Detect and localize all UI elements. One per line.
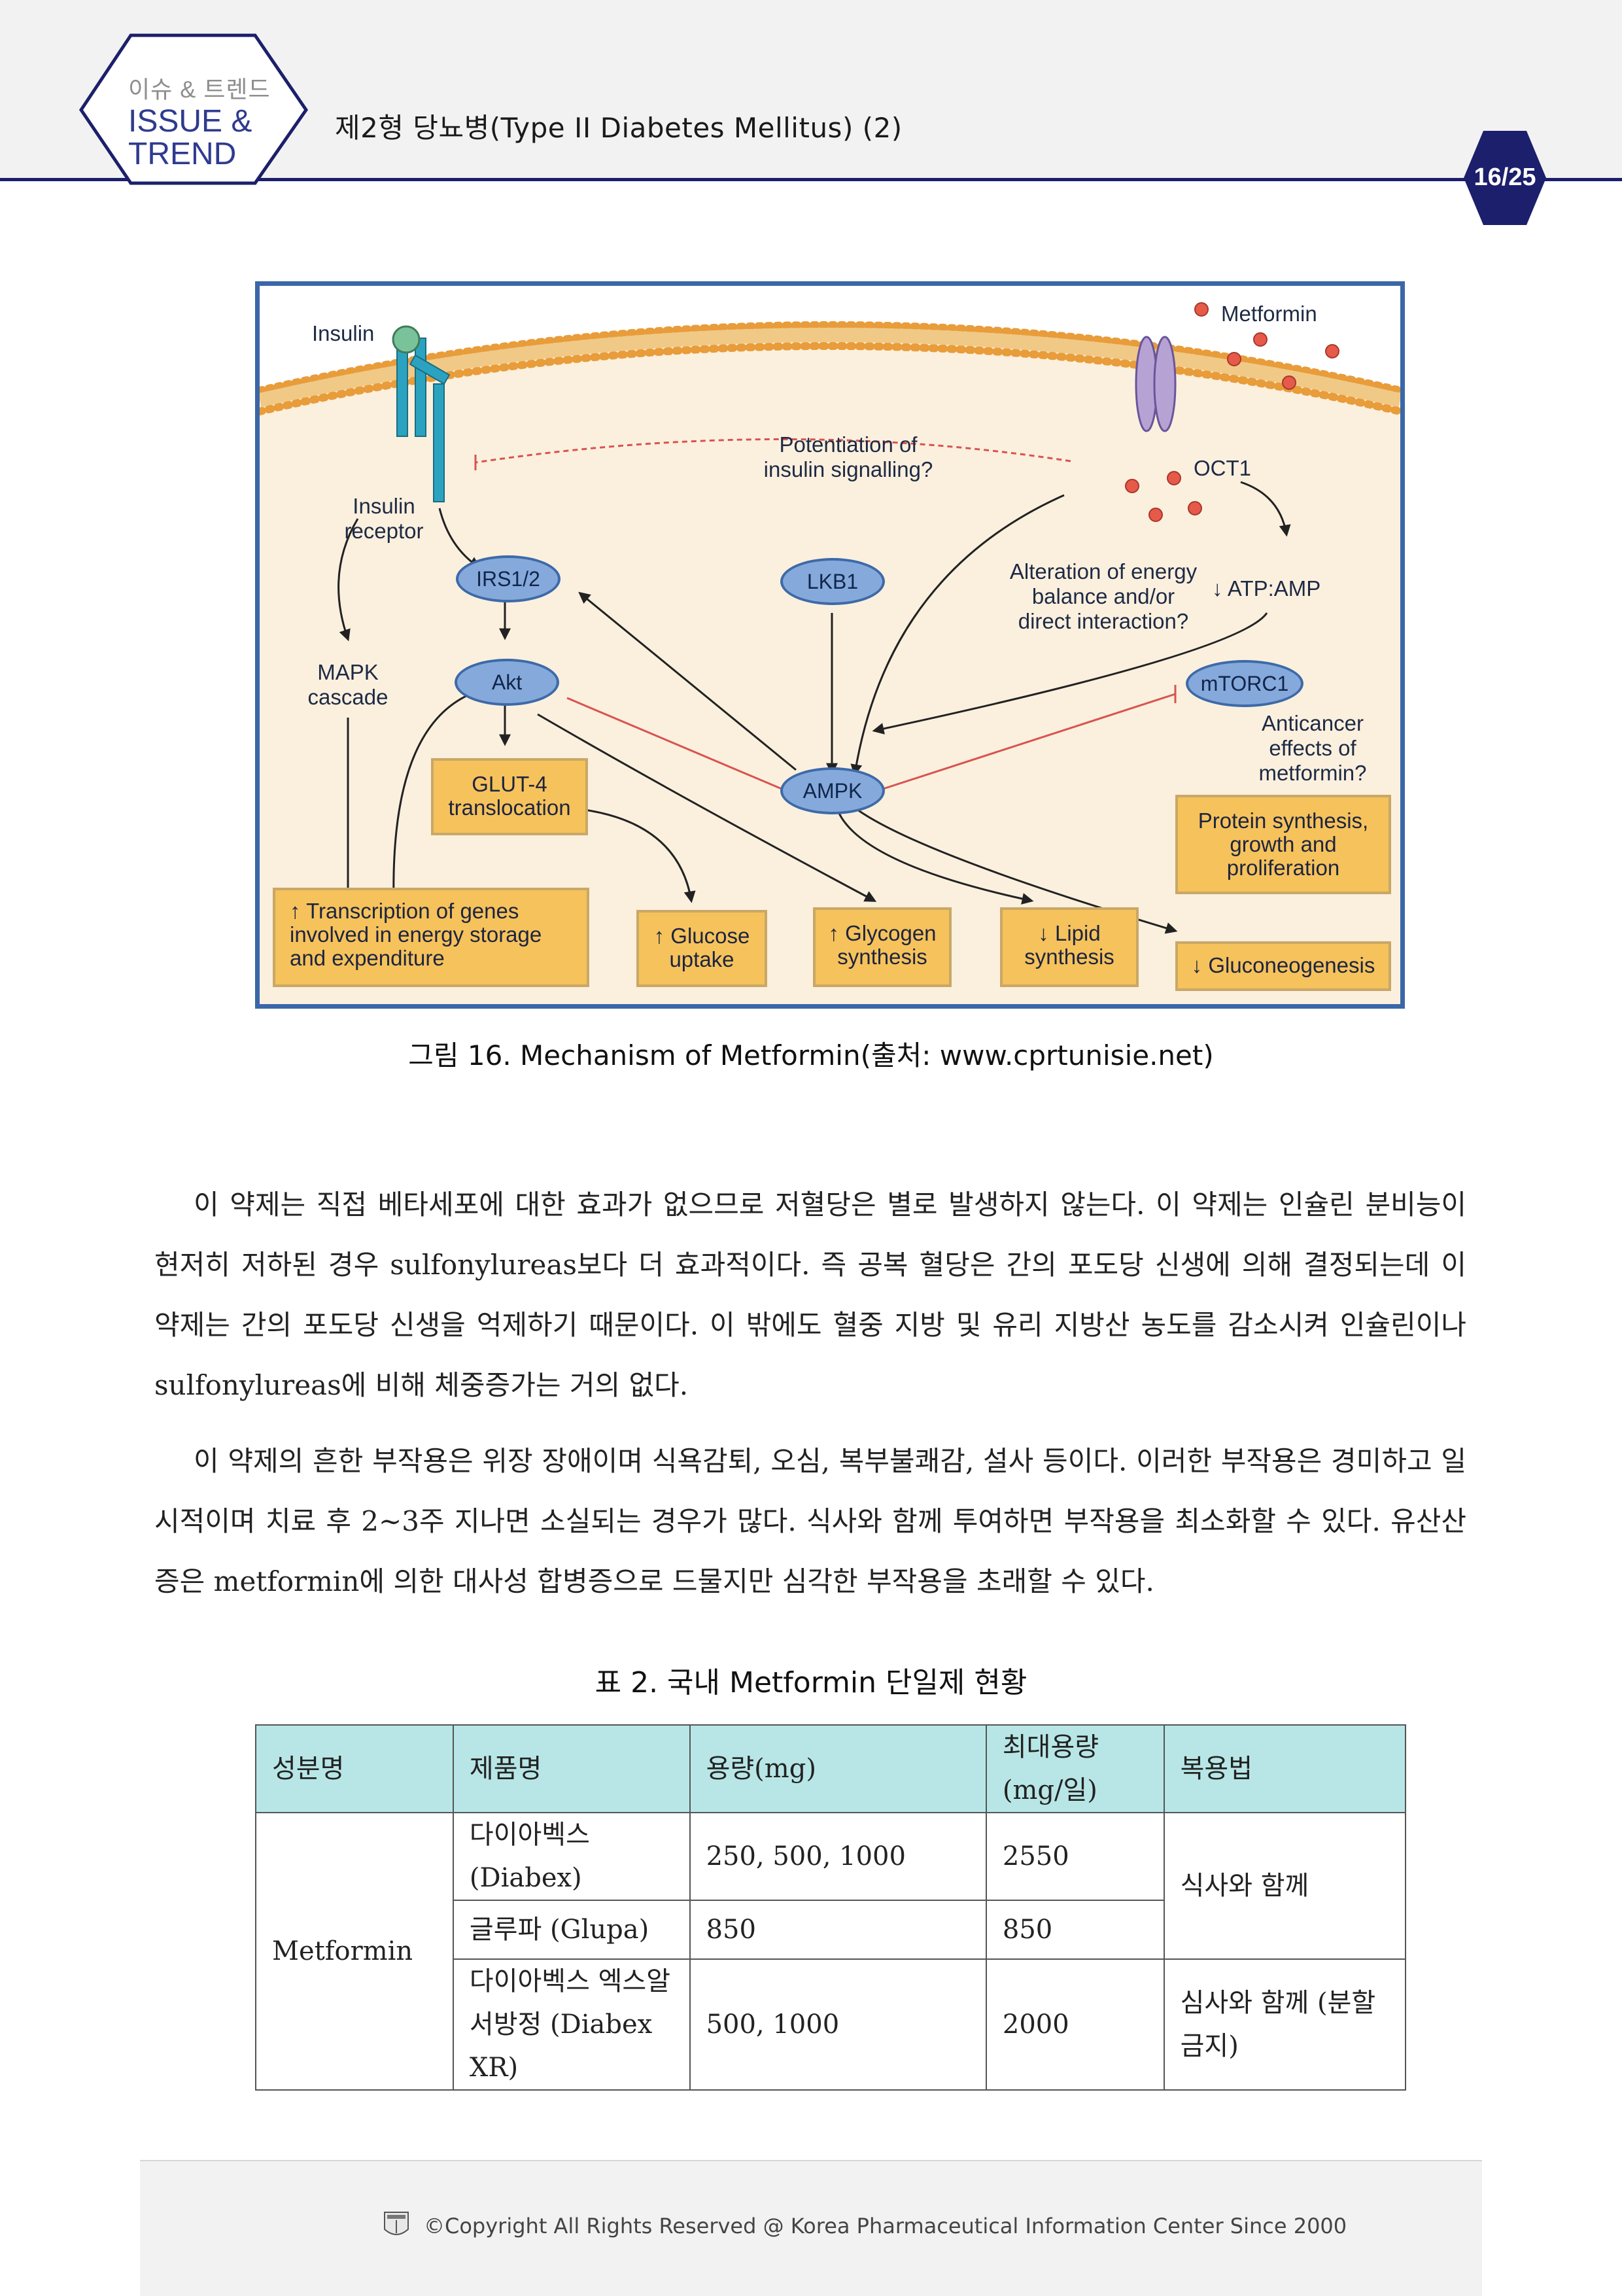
alteration-label-line2: balance and/or xyxy=(1031,584,1175,608)
table-row: 글루파 (Glupa) 850 850 xyxy=(256,1900,1406,1960)
page-number-hexagon xyxy=(1464,131,1546,225)
akt-node: Akt xyxy=(455,659,559,706)
body-paragraph-1: 이 약제는 직접 베타세포에 대한 효과가 없으므로 저혈당은 별로 발생하지 … xyxy=(154,1189,1466,1401)
footer-background xyxy=(140,2160,1482,2296)
metformin-products-table: 성분명 제품명 용량(mg) 최대용량 (mg/일) 복용법 Metformin… xyxy=(255,1724,1407,2091)
lipid-label-line2: synthesis xyxy=(1024,945,1114,969)
badge-trend-label: TREND xyxy=(128,137,237,171)
irs-node: IRS1/2 xyxy=(456,555,561,602)
badge-issue-label: ISSUE & xyxy=(128,104,252,139)
oct1-right xyxy=(1153,336,1177,432)
insulin-receptor-label: Insulin receptor xyxy=(325,494,443,544)
mapk-label-line1: MAPK xyxy=(317,660,379,684)
table-row: Metformin 다이아벡스 (Diabex) 250, 500, 1000 … xyxy=(255,1812,1407,2091)
potentiation-label-line2: insulin signalling? xyxy=(763,457,933,481)
insulin-receptor-right xyxy=(433,383,445,502)
document-title: 제2형 당뇨병(Type II Diabetes Mellitus) (2) xyxy=(335,112,903,144)
lkb1-node: LKB1 xyxy=(780,558,885,605)
glucose-label-line2: uptake xyxy=(669,947,734,971)
protein-label-line3: proliferation xyxy=(1226,856,1340,880)
header-ingredient: 성분명 xyxy=(255,1724,454,1813)
activation-arrows xyxy=(337,481,1291,934)
cell-dose: 250, 500, 1000 xyxy=(689,1812,987,1901)
cell-max-dose: 2000 xyxy=(985,1958,1165,2091)
transcription-label-line2: involved in energy storage xyxy=(290,922,542,947)
diagram-drawing xyxy=(260,286,1400,1004)
lipid-synthesis-box: ↓ Lipid synthesis xyxy=(1000,907,1139,987)
glycogen-label-line2: synthesis xyxy=(837,945,927,969)
cell-ingredient: Metformin xyxy=(255,1812,454,2091)
glycogen-synthesis-box: ↑ Glycogen synthesis xyxy=(813,907,952,987)
cell-product: 글루파 (Glupa) xyxy=(452,1900,691,1960)
lipid-label-line1: ↓ Lipid xyxy=(1038,921,1101,945)
badge-korean-label: 이슈 & 트렌드 xyxy=(128,76,271,103)
figure-caption: 그림 16. Mechanism of Metformin(출처: www.cp… xyxy=(408,1039,1214,1071)
insulin-molecule xyxy=(392,325,421,354)
metformin-label: Metformin xyxy=(1221,302,1317,326)
anticancer-label-line2: effects of xyxy=(1269,736,1356,760)
glucose-uptake-box: ↑ Glucose uptake xyxy=(636,910,767,987)
metformin-mechanism-diagram: Insulin Metformin Insulin receptor Poten… xyxy=(255,281,1405,1009)
cell-product: 다이아벡스 (Diabex) xyxy=(452,1812,691,1901)
alteration-label-line1: Alteration of energy xyxy=(1009,559,1198,583)
mtorc1-node: mTORC1 xyxy=(1186,660,1303,707)
anticancer-label-line3: metformin? xyxy=(1258,761,1367,785)
issue-trend-hexagon-badge xyxy=(78,33,309,185)
copyright-text: ©Copyright All Rights Reserved @ Korea P… xyxy=(424,2214,1347,2238)
glut4-label-line1: GLUT-4 xyxy=(472,772,547,796)
anticancer-label-line1: Anticancer xyxy=(1262,711,1364,735)
body-paragraph-2: 이 약제의 흔한 부작용은 위장 장애이며 식욕감퇴, 오심, 복부불쾌감, 설… xyxy=(154,1445,1466,1597)
transcription-label-line1: ↑ Transcription of genes xyxy=(290,899,519,923)
membrane-inner-heads xyxy=(260,342,1400,415)
insulin-label: Insulin xyxy=(312,321,375,345)
anticancer-label: Anticancer effects of metformin? xyxy=(1241,711,1385,786)
ampk-node: AMPK xyxy=(780,767,885,814)
transcription-box: ↑ Transcription of genes involved in ene… xyxy=(273,888,589,987)
insulin-receptor-mid xyxy=(415,338,426,437)
protein-synthesis-box: Protein synthesis, growth and proliferat… xyxy=(1175,795,1391,894)
potentiation-label: Potentiation of insulin signalling? xyxy=(717,432,979,482)
alteration-label-line3: direct interaction? xyxy=(1018,609,1189,633)
cell-max-dose: 2550 xyxy=(985,1812,1165,1901)
protein-label-line2: growth and xyxy=(1230,832,1337,856)
oct1-label: OCT1 xyxy=(1194,456,1252,480)
table-title: 표 2. 국내 Metformin 단일제 현황 xyxy=(595,1666,1027,1699)
potentiation-label-line1: Potentiation of xyxy=(779,432,918,457)
cell-dose: 500, 1000 xyxy=(689,1958,987,2091)
table-row: 다이아벡스 엑스알 서방정 (Diabex XR) 500, 1000 2000… xyxy=(256,1958,1407,2091)
cytoplasm xyxy=(260,338,1400,1004)
transcription-label-line3: and expenditure xyxy=(290,946,445,970)
page-number: 16/25 xyxy=(1474,164,1536,191)
glucose-label-line1: ↑ Glucose xyxy=(653,924,750,948)
alteration-label: Alteration of energy balance and/or dire… xyxy=(979,559,1228,634)
metformin-molecules xyxy=(1125,302,1339,522)
header-divider xyxy=(0,178,1622,181)
glut4-label-line2: translocation xyxy=(448,795,571,820)
header-usage: 복용법 xyxy=(1163,1724,1407,1813)
insulin-receptor-label-line2: receptor xyxy=(344,519,424,543)
glycogen-label-line1: ↑ Glycogen xyxy=(828,921,937,945)
cell-product: 다이아벡스 엑스알 서방정 (Diabex XR) xyxy=(452,1958,691,2091)
atp-amp-label: ↓ ATP:AMP xyxy=(1212,576,1321,600)
gluconeogenesis-box: ↓ Gluconeogenesis xyxy=(1175,941,1391,991)
cell-dose: 850 xyxy=(689,1900,987,1960)
header-dose: 용량(mg) xyxy=(689,1724,987,1813)
cell-usage: 식사와 함께 xyxy=(1163,1812,1407,1960)
table-header-row: 성분명 제품명 용량(mg) 최대용량 (mg/일) 복용법 xyxy=(255,1724,1407,1813)
inhibition-lines xyxy=(474,438,1177,801)
mapk-label: MAPK cascade xyxy=(292,660,404,710)
cell-max-dose: 850 xyxy=(985,1900,1165,1960)
glut4-box: GLUT-4 translocation xyxy=(431,758,588,835)
insulin-receptor-label-line1: Insulin xyxy=(353,494,415,518)
header-max-dose: 최대용량 (mg/일) xyxy=(985,1724,1165,1813)
kpic-logo-icon xyxy=(384,2212,409,2235)
mapk-label-line2: cascade xyxy=(307,685,388,709)
cell-usage: 심사와 함께 (분할금지) xyxy=(1163,1958,1407,2091)
protein-label-line1: Protein synthesis, xyxy=(1198,809,1369,833)
insulin-receptor-arm xyxy=(409,354,451,385)
header-product: 제품명 xyxy=(452,1724,691,1813)
